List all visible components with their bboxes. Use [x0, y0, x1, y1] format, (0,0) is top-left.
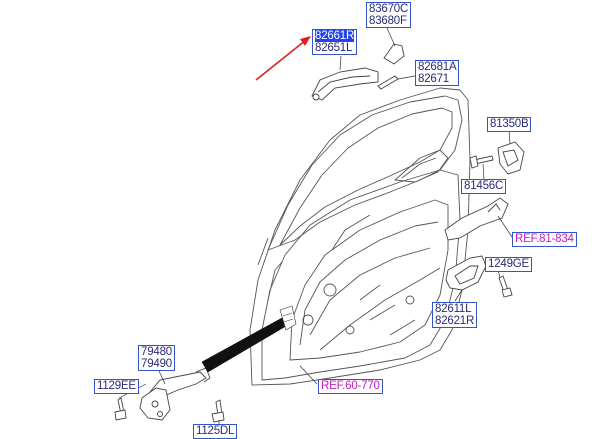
- part-number-79480: 79480: [141, 346, 172, 358]
- door-trim-opening: [289, 199, 449, 361]
- outside-handle-part: [311, 67, 379, 101]
- label-1249ge[interactable]: 1249GE: [485, 257, 532, 272]
- inside-handle-bracket: [444, 197, 509, 241]
- door-handle-cavity: [394, 149, 449, 183]
- label-81456c[interactable]: 81456C: [461, 179, 507, 194]
- part-number-82611l: 82611L: [435, 303, 472, 315]
- part-number-79490: 79490: [141, 358, 172, 370]
- part-number-82621r: 82621R: [435, 315, 475, 327]
- handle-cover-cap: [383, 43, 405, 65]
- check-strap-pointer: [201, 305, 297, 373]
- check-strap-bolt-right: [211, 399, 225, 423]
- handle-pad: [377, 75, 399, 90]
- part-number-82681a: 82681A: [418, 61, 457, 73]
- label-ref-81-834[interactable]: REF.81-834: [512, 232, 577, 247]
- label-82681a-82671[interactable]: 82681A 82671: [415, 60, 460, 86]
- inside-handle-screw: [498, 275, 513, 298]
- red-arrow: [255, 36, 311, 81]
- door-latch: [497, 141, 525, 175]
- latch-screw: [469, 155, 494, 169]
- door-outer-shell: [249, 87, 471, 386]
- label-ref-60-770[interactable]: REF.60-770: [318, 379, 383, 394]
- part-number-83670c: 83670C: [369, 3, 409, 15]
- inside-handle: [445, 255, 487, 291]
- label-81350b[interactable]: 81350B: [487, 117, 532, 132]
- label-82611l-82621r[interactable]: 82611L 82621R: [432, 302, 478, 328]
- part-number-82671: 82671: [418, 73, 449, 85]
- door-window-frame: [267, 95, 463, 251]
- label-82661r-82651l[interactable]: 82661R 82651L: [312, 29, 358, 55]
- door-check-strap: [139, 367, 211, 421]
- label-1129ee[interactable]: 1129EE: [94, 379, 139, 394]
- part-number-83680f: 83680F: [369, 15, 407, 27]
- label-79480-79490[interactable]: 79480 79490: [138, 345, 175, 371]
- part-number-82651l: 82651L: [315, 42, 353, 54]
- part-number-82661r: 82661R: [315, 30, 355, 42]
- check-strap-bolt-left: [114, 397, 127, 421]
- label-83670c-83680f[interactable]: 83670C 83680F: [366, 2, 412, 28]
- label-1125dl[interactable]: 1125DL: [193, 424, 238, 439]
- door-inner-panel: [261, 169, 461, 381]
- door-window-frame-inner: [279, 107, 453, 246]
